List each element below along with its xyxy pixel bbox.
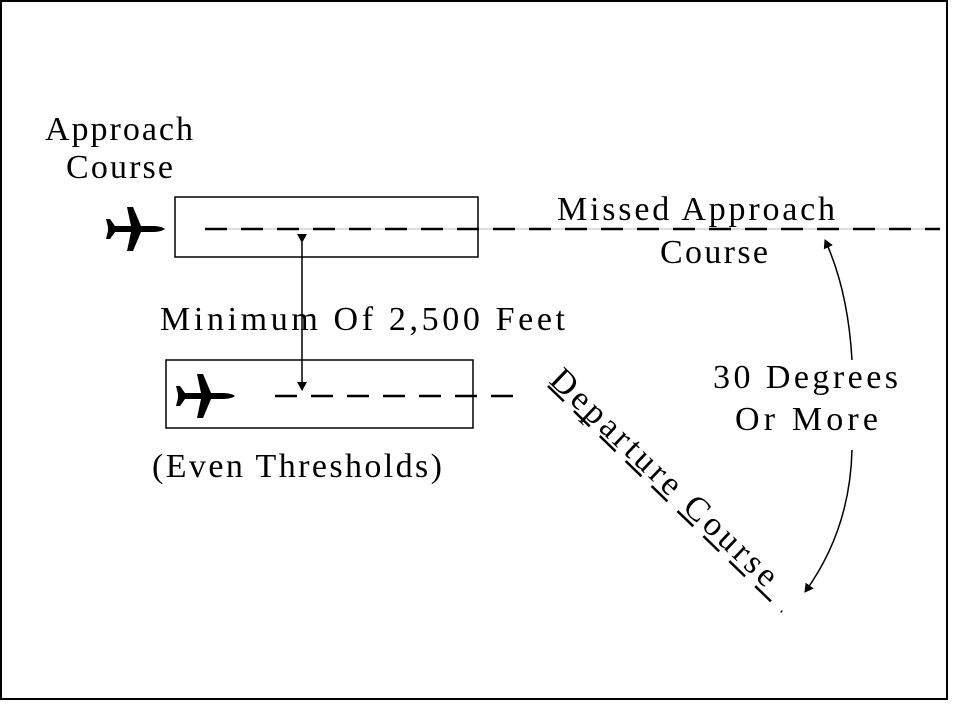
departure-runway bbox=[165, 359, 474, 429]
angle-label-line2: Or More bbox=[735, 401, 878, 438]
angle-arc-upper bbox=[823, 239, 853, 361]
separation-label: Minimum Of 2,500 Feet bbox=[160, 301, 566, 338]
approach-course-label-line2: Course bbox=[66, 149, 173, 186]
angle-arc-lower bbox=[804, 449, 853, 593]
departure-course-line bbox=[547, 385, 783, 613]
missed-approach-label-line2: Course bbox=[660, 234, 768, 271]
missed-approach-label-line1: Missed Approach bbox=[557, 191, 835, 228]
approach-course-label-line1: Approach bbox=[45, 111, 193, 148]
approach-runway bbox=[174, 196, 479, 258]
angle-label-line1: 30 Degrees bbox=[713, 359, 898, 396]
